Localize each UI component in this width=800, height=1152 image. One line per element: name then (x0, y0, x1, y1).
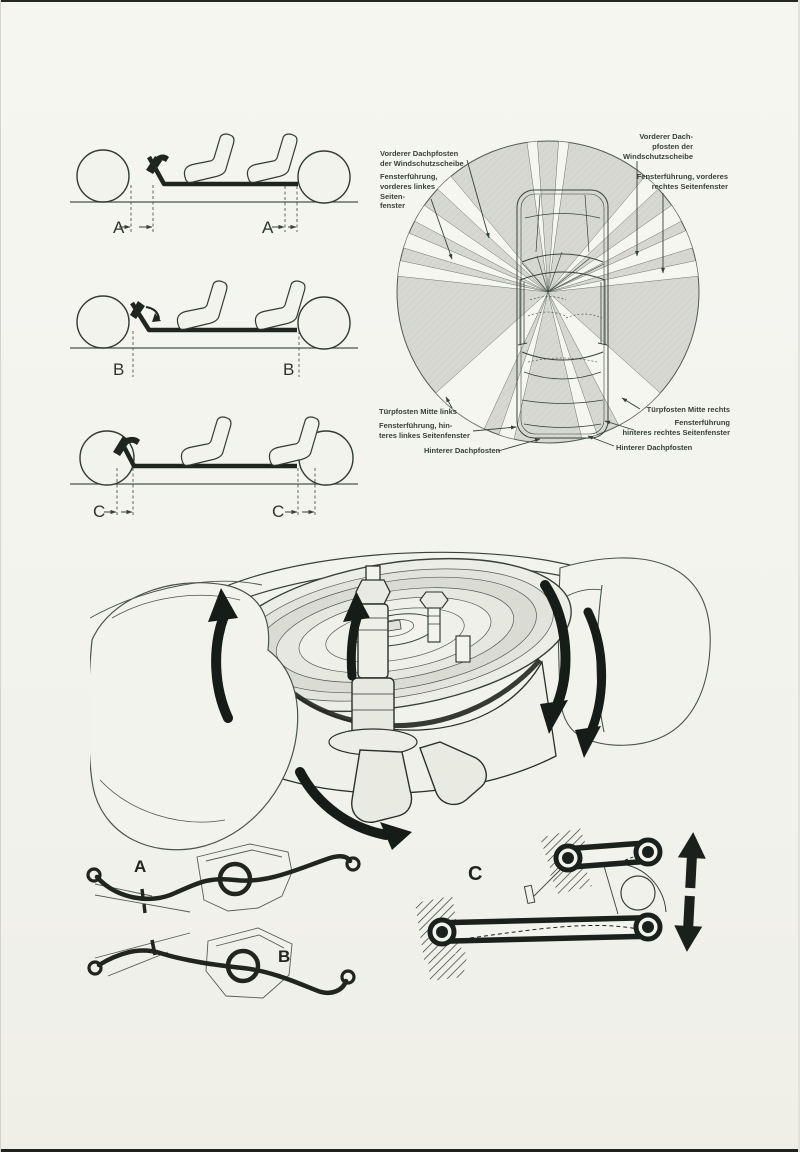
stabilizer-letter-a: A (134, 857, 146, 876)
right-tyre-chunk (557, 557, 711, 746)
dimension-letter-c-right: C (272, 502, 284, 521)
dimension-letter-c-left: C (93, 502, 105, 521)
stabilizer-letter-b: B (278, 947, 290, 966)
left-tyre-chunk (90, 580, 299, 851)
seating-diagram-c: C C (70, 416, 358, 521)
label-door-pillar-middle-left: Türpfosten Mitte links (379, 407, 457, 416)
lower-arm-fork (351, 741, 487, 823)
seating-diagram-a: A A (70, 133, 358, 237)
photo-edge-right (798, 0, 800, 1152)
seating-position-figure: A A B B (70, 133, 358, 521)
label-rear-left-window-guide: Fensterführung, hin- teres linkes Seiten… (379, 421, 470, 440)
upper-link (553, 837, 663, 873)
strut-assembly (328, 565, 471, 756)
photo-edge-left (0, 0, 1, 1152)
stabilizer-bar-a (94, 854, 353, 902)
stabilizer-bar-b (96, 948, 349, 996)
label-front-roof-pillar-right: Vorderer Dach- pfosten der Windschutzsch… (623, 132, 693, 161)
label-leader-lines (430, 159, 665, 452)
label-door-pillar-middle-right: Türpfosten Mitte rechts (646, 405, 730, 414)
wheel-suspension-cutaway-figure (90, 551, 711, 851)
photo-edge-bottom (0, 1149, 800, 1152)
label-rear-right-window-guide: Fensterführung hinteres rechtes Seitenfe… (622, 418, 730, 437)
bushing-detail (523, 862, 667, 915)
label-front-right-window-guide: Fensterführung, vorderes rechtes Seitenf… (636, 172, 728, 191)
stabilizer-diagram-b: B (87, 927, 356, 999)
linkage-letter-c: C (468, 863, 482, 885)
suspension-linkage-figure: C (415, 828, 706, 981)
stabilizer-bar-figure: A B (86, 843, 361, 999)
dimension-letter-a-left: A (113, 218, 125, 237)
dimension-letter-b-right: B (283, 360, 294, 379)
car-top-view (516, 189, 609, 439)
airflow-arrows (208, 580, 607, 850)
photo-edge-top (0, 0, 800, 2)
seating-diagram-b: B B (70, 280, 358, 379)
wheel-rim-dish (218, 557, 572, 713)
stabilizer-diagram-a: A (86, 843, 361, 914)
label-front-left-window-guide: Fensterführung, vorderes linkes Seiten- … (380, 172, 438, 211)
lower-link (427, 912, 663, 947)
dimension-letter-b-left: B (113, 360, 124, 379)
label-rear-roof-pillar-right: Hinterer Dachpfosten (616, 443, 693, 452)
label-rear-roof-pillar-left: Hinterer Dachpfosten (424, 446, 501, 455)
travel-double-arrow (674, 832, 706, 952)
dimension-letter-a-right: A (262, 218, 274, 237)
label-front-roof-pillar-left: Vorderer Dachpfosten der Windschutzschei… (380, 149, 464, 168)
visibility-circle-figure (396, 140, 700, 452)
